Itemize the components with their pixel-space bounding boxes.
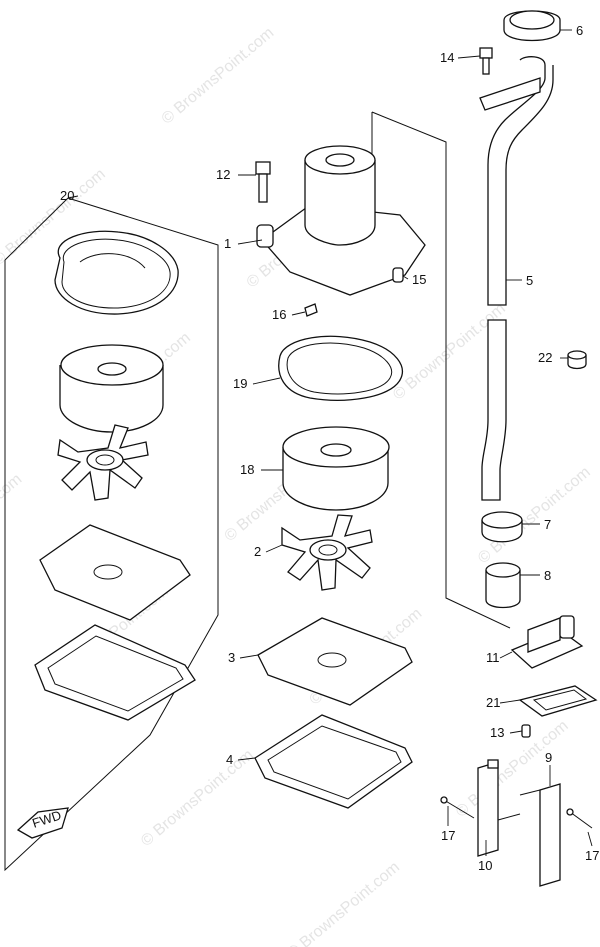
watermark-text: © BrownsPoint.com	[284, 859, 403, 947]
callout-3: 3	[228, 650, 235, 665]
callout-21: 21	[486, 695, 500, 710]
screw-13	[521, 724, 531, 738]
pin-15	[392, 267, 404, 283]
kit-gasket	[34, 624, 196, 721]
callout-10: 10	[478, 858, 492, 873]
plate-3	[257, 617, 413, 706]
impeller-2	[281, 514, 373, 591]
grommet-6	[503, 10, 561, 42]
collar-22	[567, 350, 587, 370]
watermark-text: © BrownsPoint.com	[159, 24, 278, 127]
callout-15: 15	[412, 272, 426, 287]
callout-7: 7	[544, 517, 551, 532]
callout-12: 12	[216, 167, 230, 182]
kit-plate	[39, 524, 191, 621]
pump-housing	[256, 145, 426, 296]
callout-11: 11	[486, 650, 500, 665]
bracket-9	[519, 783, 561, 887]
bolt-12	[255, 161, 271, 203]
callout-2: 2	[254, 544, 261, 559]
callout-8: 8	[544, 568, 551, 583]
seal-disk-18	[282, 426, 390, 511]
watermark-text: © BrownsPoint.com	[0, 471, 25, 574]
callout-9: 9	[545, 750, 552, 765]
o-ring-19	[278, 335, 403, 401]
callout-numbers: 20 1 12 15 16 19 18 2 3 4 6 14 5 22 7 8 …	[60, 23, 599, 873]
callout-4: 4	[226, 752, 233, 767]
callout-5: 5	[526, 273, 533, 288]
kit-impeller	[57, 424, 149, 501]
hose-5	[479, 56, 554, 501]
callout-1: 1	[224, 236, 231, 251]
callout-14: 14	[440, 50, 454, 65]
callout-18: 18	[240, 462, 254, 477]
kit-seal-disk	[59, 344, 164, 433]
callout-16: 16	[272, 307, 286, 322]
callout-19: 19	[233, 376, 247, 391]
watermark-text: © BrownsPoint.com	[138, 747, 257, 850]
screen-21	[518, 685, 598, 717]
kit-o-ring	[54, 230, 179, 315]
sleeve-8	[485, 562, 521, 609]
grommet-7	[481, 511, 523, 543]
key-16	[304, 303, 318, 317]
callout-6: 6	[576, 23, 583, 38]
callout-17-left: 17	[441, 828, 455, 843]
gasket-4	[254, 714, 413, 809]
screw-17-right	[566, 808, 593, 829]
fwd-direction-badge: FWD	[16, 807, 69, 839]
callout-13: 13	[490, 725, 504, 740]
callout-20: 20	[60, 188, 74, 203]
callout-22: 22	[538, 350, 552, 365]
bolt-14	[479, 47, 493, 75]
leader-lines	[67, 29, 593, 856]
screw-17-left	[440, 796, 475, 819]
bracket-10	[477, 759, 521, 857]
callout-17-right: 17	[585, 848, 599, 863]
fitting-11	[510, 615, 584, 669]
